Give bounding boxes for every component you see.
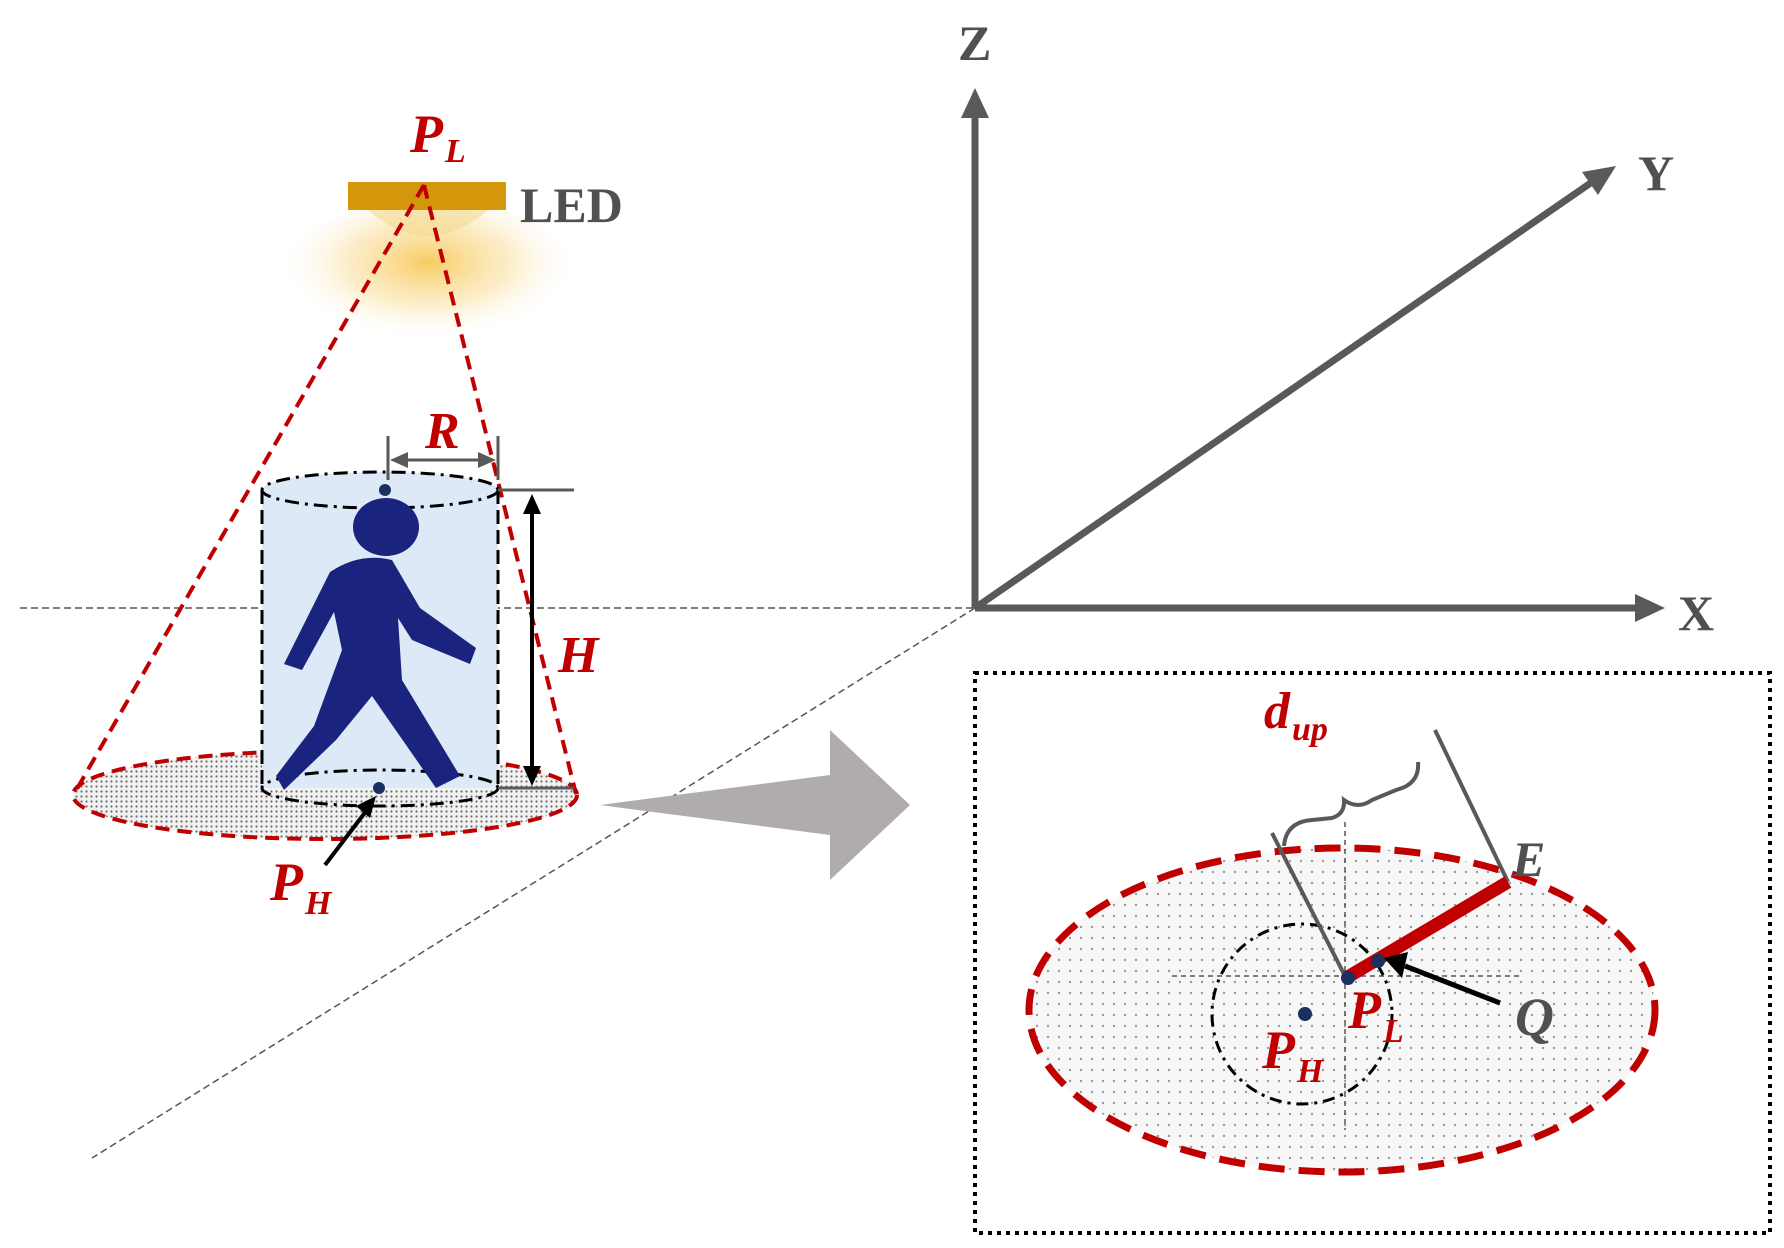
ph-label: PH — [269, 852, 333, 922]
q-label: Q — [1515, 987, 1554, 1047]
dup-label: dup — [1264, 683, 1328, 748]
e-label: E — [1511, 831, 1545, 887]
inset-illumination-area — [1025, 844, 1659, 1176]
radius-dimension — [386, 436, 500, 480]
ph-pointer-arrowhead — [356, 796, 376, 818]
ph-pointer-arrow — [323, 804, 372, 867]
z-axis-label: Z — [958, 15, 991, 71]
inset-ph-point — [1298, 1007, 1312, 1021]
x-axis-label: X — [1678, 585, 1714, 641]
led-glow — [278, 200, 578, 356]
y-axis-arrowhead — [1582, 166, 1616, 195]
x-axis-arrowhead — [1635, 594, 1665, 622]
ph-point — [373, 782, 385, 794]
inset-pl-point — [1341, 971, 1355, 985]
r-label: R — [424, 403, 460, 460]
inset-pl-label: PL — [1347, 980, 1404, 1050]
inset-ph-label: PH — [1261, 1020, 1325, 1090]
inset-person-circle — [1210, 922, 1394, 1106]
cylinder-top-center-point — [379, 484, 391, 496]
inset-box — [973, 671, 1772, 1235]
dup-bracket — [1270, 729, 1510, 979]
h-label: H — [557, 627, 600, 684]
pl-label: PL — [409, 104, 466, 170]
led-label: LED — [520, 177, 623, 233]
z-axis-arrowhead — [961, 88, 989, 118]
depth-line — [91, 607, 976, 1159]
inset-q-point — [1371, 954, 1385, 968]
q-pointer-arrow — [1404, 963, 1501, 1006]
height-dimension — [498, 488, 574, 790]
y-axis-label: Y — [1638, 145, 1674, 201]
walking-person-icon — [276, 498, 476, 790]
y-axis — [973, 177, 1597, 611]
cone-left-edge — [72, 184, 426, 795]
q-pointer-arrowhead — [1384, 952, 1408, 978]
zoom-arrow — [600, 730, 910, 880]
coordinate-axes — [961, 88, 1665, 622]
